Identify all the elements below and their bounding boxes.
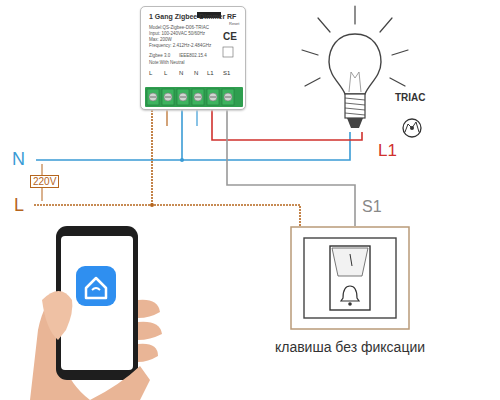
line-wire bbox=[34, 205, 300, 226]
wire-connector bbox=[227, 110, 355, 226]
node-text: 1 Gang Zigbee Dimmer bbox=[149, 13, 225, 21]
wire-connector bbox=[212, 110, 362, 140]
pin-label: S1 bbox=[223, 70, 230, 77]
node-text: клавиша без фиксации bbox=[270, 338, 430, 356]
node-text: TRIAC bbox=[395, 92, 426, 103]
phone-with-hand bbox=[30, 226, 162, 400]
line-wire bbox=[151, 110, 153, 205]
node-text: Input: 100-240VAC 50/60Hz bbox=[149, 32, 205, 37]
switch-symbol bbox=[290, 226, 410, 330]
node-text: RF bbox=[227, 13, 236, 21]
node-text: Model:QS-Zigbee-D06-TRIAC bbox=[149, 26, 209, 31]
node-text: Zigbee 3.0 bbox=[149, 54, 170, 59]
neutral-wire bbox=[36, 132, 350, 160]
dimmer-icon bbox=[403, 119, 421, 137]
neutral-wire bbox=[196, 110, 197, 126]
pin-label: L bbox=[149, 70, 152, 77]
pin-label: L bbox=[164, 70, 167, 77]
pin-label: N bbox=[179, 70, 183, 77]
junction-dot bbox=[180, 158, 184, 162]
dimmer-module: 1 Gang Zigbee DimmerRFResetModel:QS-Zigb… bbox=[140, 6, 246, 110]
node-text: Note:With Neutral bbox=[149, 61, 185, 66]
wire-label: 220V bbox=[30, 175, 59, 188]
neutral-wire bbox=[181, 110, 183, 160]
pin-label: L1 bbox=[207, 70, 214, 77]
junction-dot bbox=[150, 203, 154, 207]
push-switch: клавиша без фиксации bbox=[290, 226, 410, 330]
bulb-symbol bbox=[325, 28, 385, 132]
node-text: IEEE802.15.4 bbox=[179, 54, 207, 59]
wire-label: L1 bbox=[378, 142, 397, 161]
node-text: Frequency: 2.412Hz-2.484GHz bbox=[149, 44, 211, 49]
node-text: Max: 200W bbox=[149, 38, 172, 43]
wire-label: L bbox=[14, 196, 24, 216]
pin-label: N bbox=[194, 70, 198, 77]
node-text: CE bbox=[223, 31, 237, 42]
wire-label: N bbox=[12, 150, 25, 170]
node-text: Reset bbox=[229, 22, 239, 26]
light-bulb: TRIAC bbox=[325, 28, 385, 132]
line-wire bbox=[166, 110, 167, 126]
wire-label: S1 bbox=[362, 198, 382, 216]
